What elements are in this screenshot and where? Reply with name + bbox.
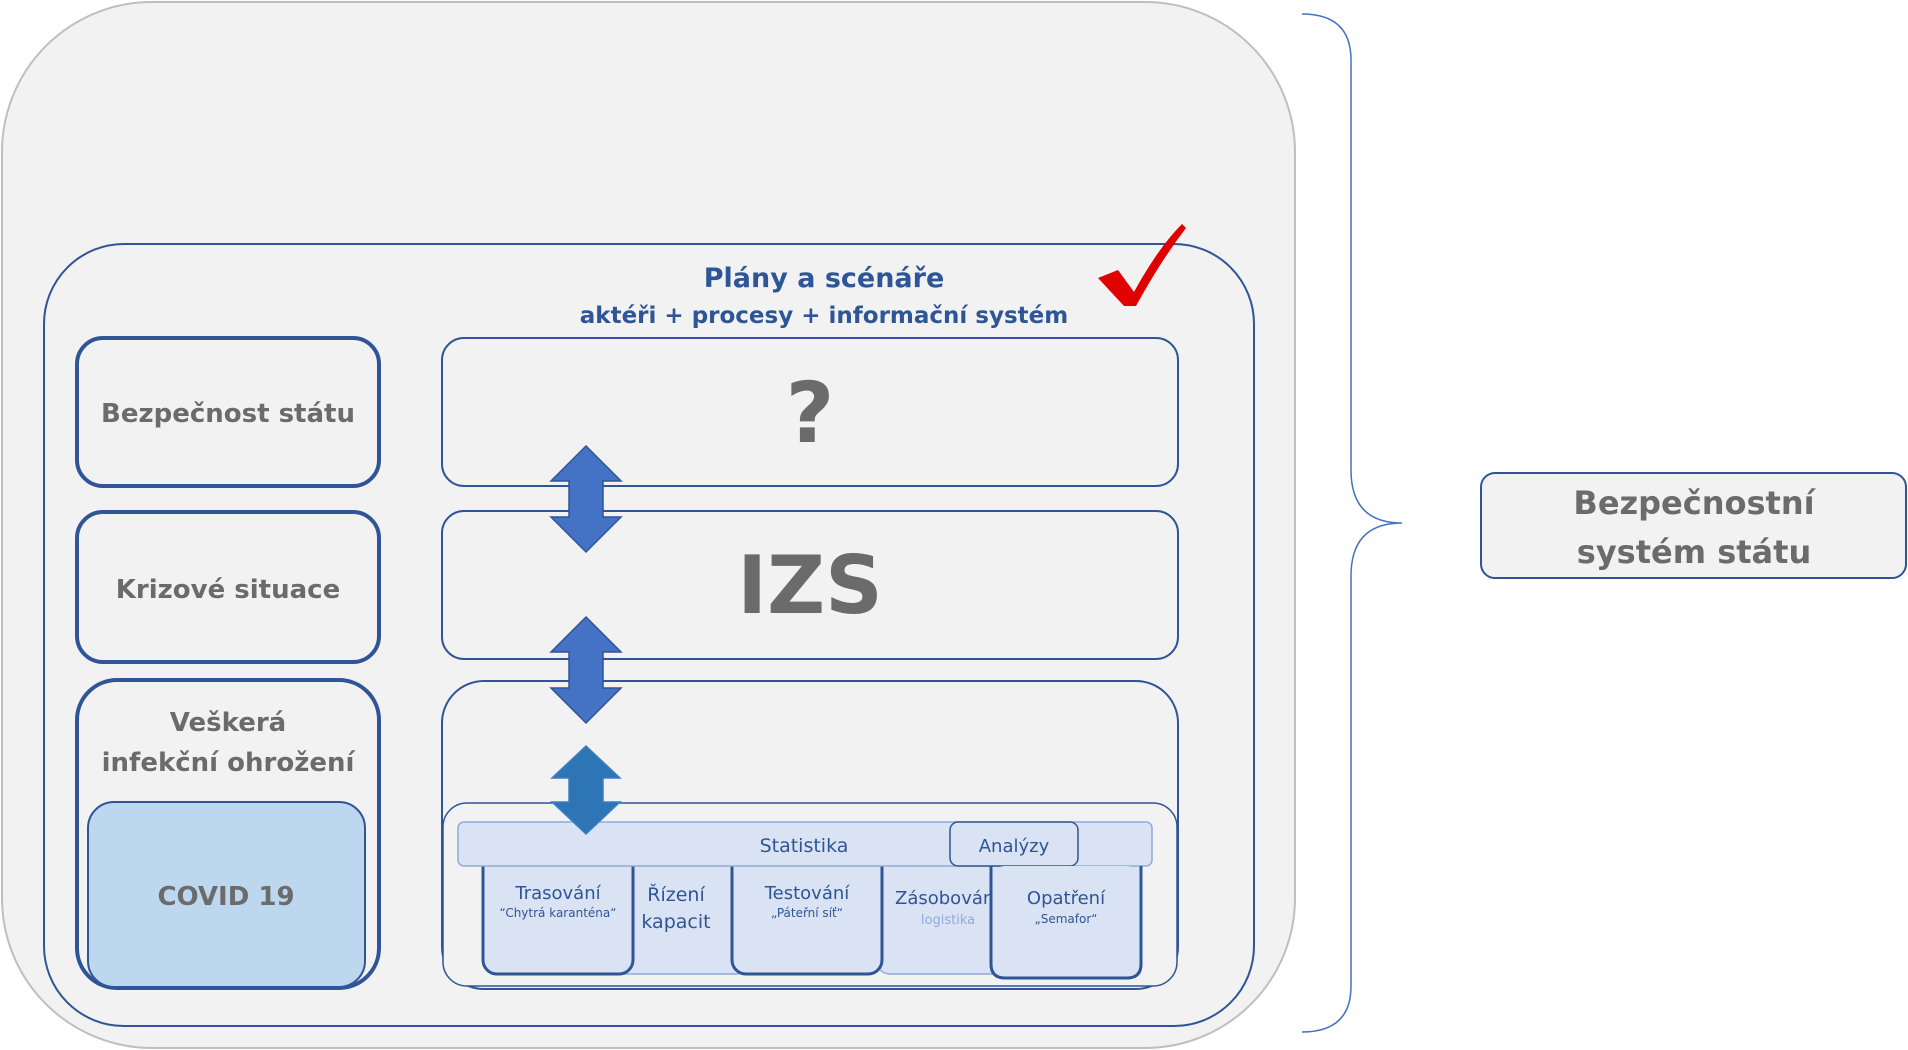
security-system-box <box>1480 472 1907 579</box>
testovani-label: Testování <box>764 883 851 904</box>
trasovani-sublabel: “Chytrá karanténa“ <box>500 906 617 920</box>
security-system-label-line2: systém státu <box>1577 533 1811 571</box>
question-panel <box>441 337 1179 487</box>
izs-label: IZS <box>737 539 882 632</box>
double-arrow-icon <box>550 744 622 836</box>
crisis-box <box>75 510 381 664</box>
curly-brace <box>1301 13 1403 1033</box>
covid-label: COVID 19 <box>157 882 294 912</box>
opatreni-label: Opatření <box>1027 888 1106 909</box>
rizeni-label-line1: Řízení <box>647 883 705 906</box>
covid-box <box>87 801 366 988</box>
zasobovani-label: Zásobování <box>895 888 1000 909</box>
crisis-label: Krizové situace <box>116 575 340 605</box>
rizeni-label-line2: kapacit <box>641 911 710 933</box>
zasobovani-sublabel: logistika <box>921 913 975 928</box>
red-checkmark-icon <box>1098 224 1186 306</box>
trasovani-label: Trasování <box>514 883 601 904</box>
module-opatreni-border <box>989 866 1143 980</box>
infection-label-line1: Veškerá <box>170 708 286 738</box>
security-label: Bezpečnost státu <box>101 399 355 429</box>
question-mark: ? <box>786 364 835 462</box>
double-arrow-icon <box>549 615 623 725</box>
infection-label-line2: infekční ohrožení <box>102 748 357 778</box>
opatreni-sublabel: „Semafor“ <box>1035 912 1098 926</box>
izs-panel <box>441 510 1179 660</box>
security-system-label-line1: Bezpečnostní <box>1573 484 1816 522</box>
statistika-label: Statistika <box>760 835 849 857</box>
plans-subtitle: aktéři + procesy + informační systém <box>580 303 1068 329</box>
analyzy-label: Analýzy <box>979 836 1050 857</box>
double-arrow-icon <box>549 444 623 554</box>
security-box <box>75 336 381 488</box>
testovani-sublabel: „Páteřní síť“ <box>771 906 843 920</box>
module-opatreni-front <box>991 866 1141 978</box>
plans-title: Plány a scénáře <box>704 263 945 294</box>
